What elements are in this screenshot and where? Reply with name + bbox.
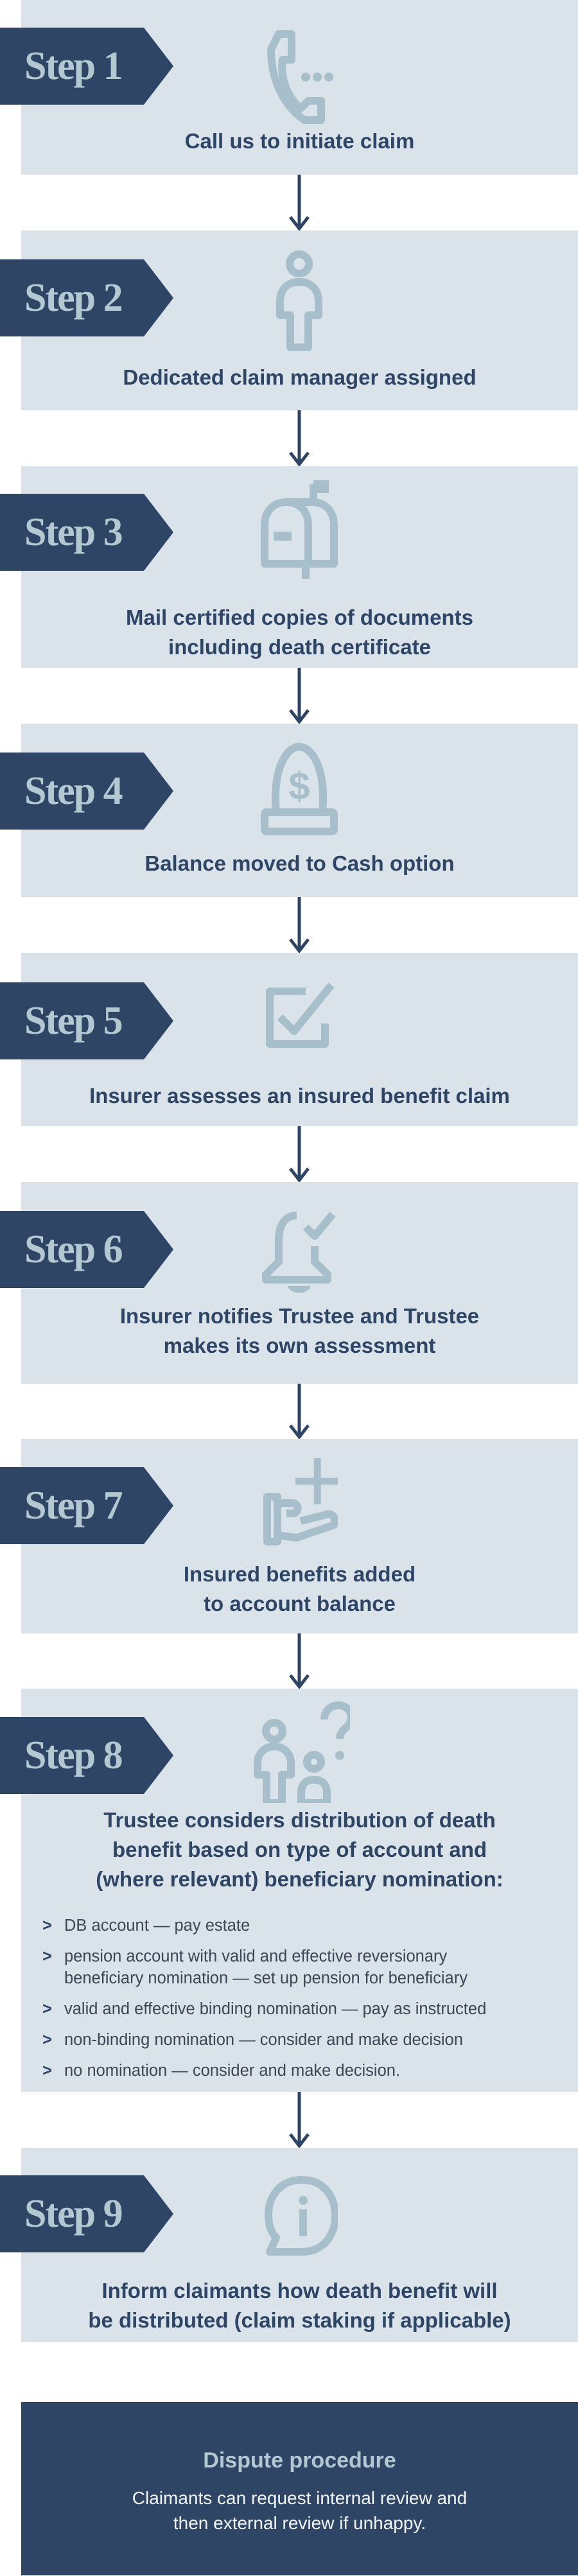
arrow-down-icon xyxy=(286,175,312,231)
step-1-card: Step 1 Call us to initiate claim xyxy=(0,0,578,175)
step-badge: Step 1 xyxy=(0,28,173,105)
step-title: Inform claimants how death benefit will … xyxy=(21,2276,578,2335)
dispute-procedure-panel: Dispute procedure Claimants can request … xyxy=(21,2402,578,2575)
title-line: Call us to initiate claim xyxy=(184,129,415,153)
title-line: be distributed (claim staking if applica… xyxy=(88,2308,511,2332)
title-line: benefit based on type of account and xyxy=(112,1838,487,1861)
title-line: to account balance xyxy=(204,1592,396,1615)
step-label: Step 6 xyxy=(24,1228,123,1271)
step-title: Dedicated claim manager assigned xyxy=(21,363,578,392)
step-badge: Step 2 xyxy=(0,259,173,336)
step-label: Step 4 xyxy=(24,769,123,813)
item-text: beneficiary nomination — set up pension … xyxy=(64,1969,468,1987)
arrow-down-icon xyxy=(286,2092,312,2148)
list-item: > valid and effective binding nomination … xyxy=(42,1998,563,2020)
step-badge: Step 7 xyxy=(0,1467,173,1544)
arrow-down-icon xyxy=(286,410,312,466)
svg-text:$: $ xyxy=(288,765,310,808)
step-badge: Step 8 xyxy=(0,1717,173,1794)
item-text: non-binding nomination — consider and ma… xyxy=(64,2031,463,2049)
bell-check-icon xyxy=(261,1208,338,1310)
arrow-down-icon xyxy=(286,1384,312,1439)
step-badge: Step 5 xyxy=(0,982,173,1059)
step-5-card: Step 5 Insurer assesses an insured benef… xyxy=(0,953,578,1126)
step-7-card: Step 7 Insured benefits added to account… xyxy=(0,1439,578,1633)
dispute-title: Dispute procedure xyxy=(203,2448,396,2473)
title-line: Insurer notifies Trustee and Trustee xyxy=(119,1304,480,1328)
step-badge: Step 4 xyxy=(0,753,173,830)
step-title: Mail certified copies of documents inclu… xyxy=(21,603,578,662)
title-line: including death certificate xyxy=(168,635,431,659)
chevron-right-icon: > xyxy=(42,2031,52,2049)
step-title: Insured benefits added to account balanc… xyxy=(21,1560,578,1619)
step-3-card: Step 3 Mail certified copies of document… xyxy=(0,466,578,668)
step-label: Step 9 xyxy=(24,2192,123,2236)
item-text: no nomination — consider and make decisi… xyxy=(64,2062,401,2080)
step-title: Insurer assesses an insured benefit clai… xyxy=(21,1081,578,1111)
info-bubble-icon xyxy=(261,2175,339,2277)
step-6-card: Step 6 Insurer notifies Trustee and Trus… xyxy=(0,1182,578,1384)
step-title: Balance moved to Cash option xyxy=(21,849,578,878)
item-text: valid and effective binding nomination —… xyxy=(64,2000,487,2018)
nomination-rules-list: > DB account — pay estate > pension accoun… xyxy=(42,1915,563,2091)
list-item: > DB account — pay estate xyxy=(42,1915,563,1936)
item-text: DB account — pay estate xyxy=(64,1917,250,1935)
title-line: Insured benefits added xyxy=(183,1562,416,1586)
step-label: Step 1 xyxy=(24,44,123,88)
step-badge: Step 3 xyxy=(0,494,173,571)
step-badge: Step 9 xyxy=(0,2175,173,2252)
step-2-card: Step 2 Dedicated claim manager assigned xyxy=(0,231,578,410)
arrow-down-icon xyxy=(286,897,312,953)
title-line: Trustee considers distribution of death xyxy=(103,1808,496,1832)
step-4-card: Step 4 $ Balance moved to Cash option xyxy=(0,724,578,897)
hand-plus-icon xyxy=(261,1458,340,1561)
dispute-line: Claimants can request internal review an… xyxy=(132,2488,468,2508)
title-line: (where relevant) beneficiary nomination: xyxy=(96,1867,504,1891)
arrow-down-icon xyxy=(286,1126,312,1182)
step-title: Call us to initiate claim xyxy=(21,126,578,156)
item-text: pension account with valid and effective… xyxy=(64,1947,448,1965)
chevron-right-icon: > xyxy=(42,2062,52,2080)
chevron-right-icon: > xyxy=(42,1947,52,1965)
arrow-down-icon xyxy=(286,1633,312,1689)
step-label: Step 3 xyxy=(24,510,123,554)
step-title: Trustee considers distribution of death … xyxy=(21,1806,578,1894)
step-label: Step 5 xyxy=(24,999,123,1043)
dispute-text: Claimants can request internal review an… xyxy=(21,2485,578,2536)
title-line: makes its own assessment xyxy=(163,1334,436,1357)
mailbox-icon xyxy=(261,480,338,583)
title-line: Dedicated claim manager assigned xyxy=(123,365,477,389)
list-item: > pension account with valid and effectiv… xyxy=(42,1945,563,1989)
title-line: Balance moved to Cash option xyxy=(144,851,455,875)
step-label: Step 2 xyxy=(24,276,123,320)
list-item: > non-binding nomination — consider and m… xyxy=(42,2029,563,2051)
step-8-card: Step 8 Trustee considers distribution of… xyxy=(0,1689,578,2092)
step-label: Step 7 xyxy=(24,1484,123,1527)
list-item: > no nomination — consider and make decis… xyxy=(42,2060,563,2082)
step-label: Step 8 xyxy=(24,1734,123,1777)
title-line: Mail certified copies of documents xyxy=(126,605,473,629)
step-badge: Step 6 xyxy=(0,1211,173,1288)
arrow-down-icon xyxy=(286,668,312,724)
chevron-right-icon: > xyxy=(42,1917,52,1935)
step-title: Insurer notifies Trustee and Trustee mak… xyxy=(21,1301,578,1361)
dispute-line: then external review if unhappy. xyxy=(173,2513,426,2533)
people-question-icon xyxy=(254,1700,355,1807)
chevron-right-icon: > xyxy=(42,2000,52,2018)
person-icon xyxy=(261,250,338,352)
step-9-card: Step 9 Inform claimants how death benefi… xyxy=(0,2148,578,2342)
money-egg-icon: $ xyxy=(261,743,338,846)
phone-icon xyxy=(261,29,338,132)
checkbox-icon xyxy=(261,980,338,1083)
title-line: Inform claimants how death benefit will xyxy=(101,2279,498,2302)
title-line: Insurer assesses an insured benefit clai… xyxy=(89,1084,510,1108)
